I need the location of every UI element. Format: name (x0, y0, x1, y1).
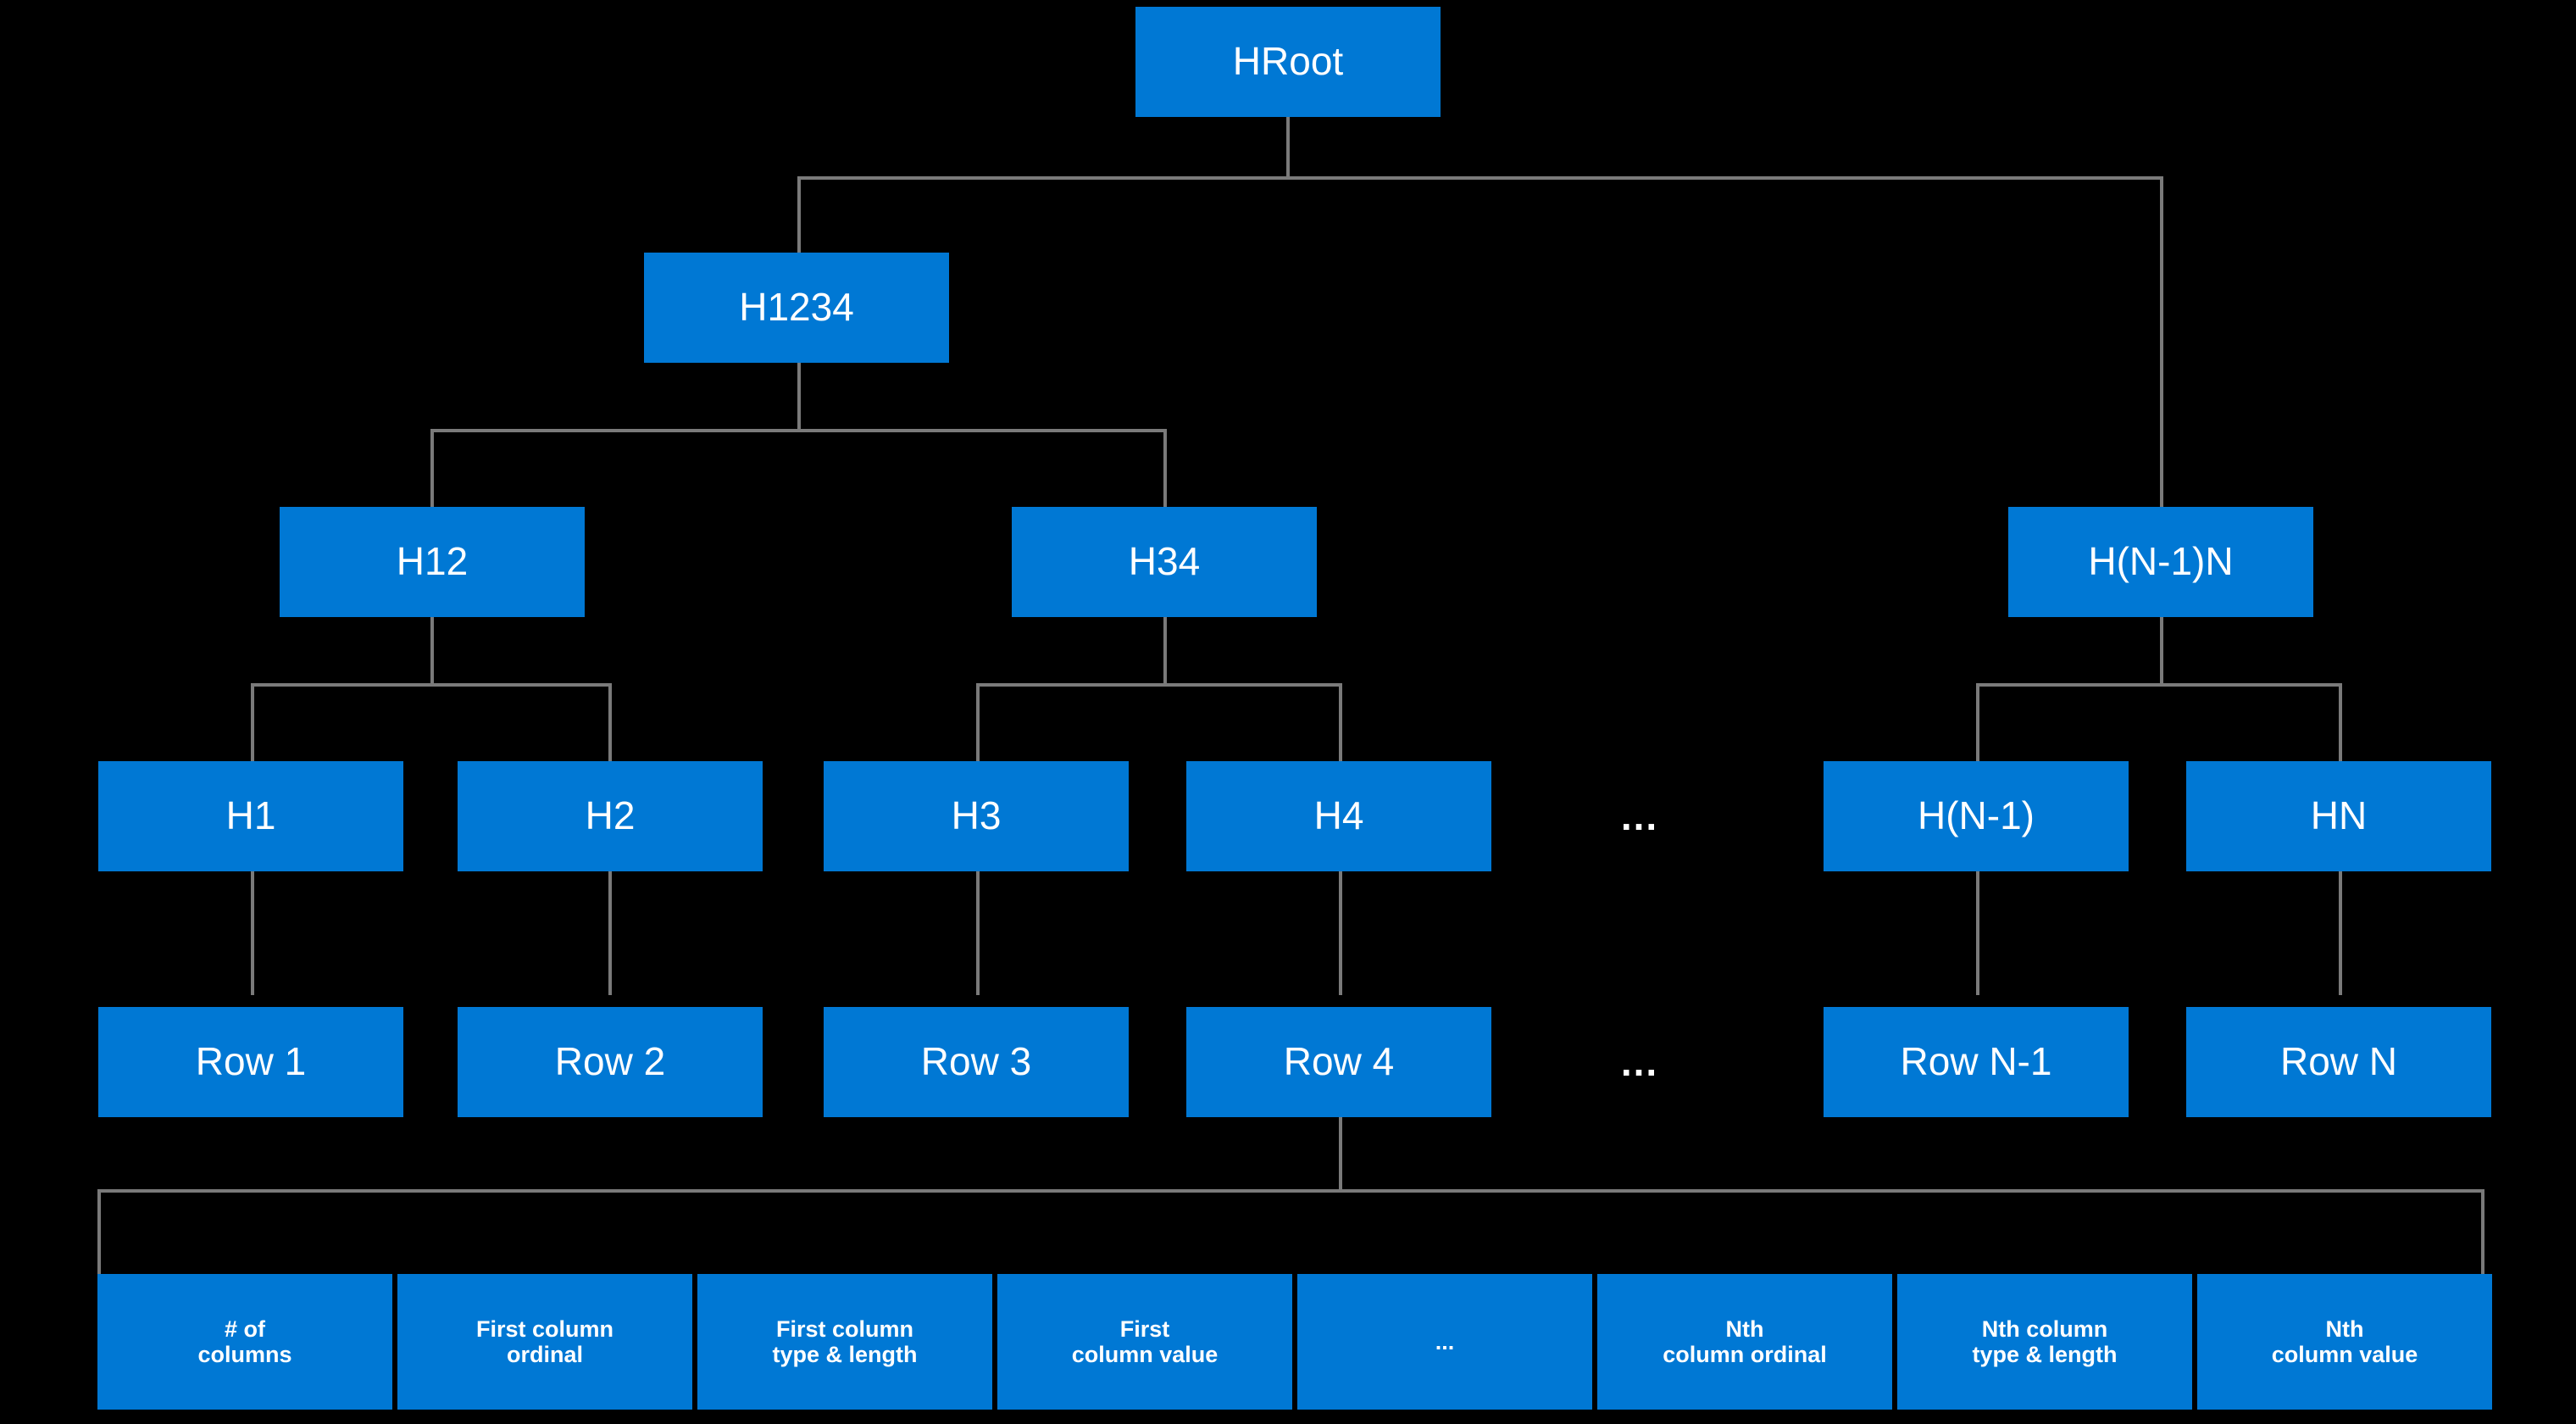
node-hn1n[interactable]: H(N-1)N (2008, 507, 2313, 617)
node-hn[interactable]: HN (2186, 761, 2491, 871)
connector-h12-stem (430, 617, 434, 685)
connector-hn1n-to-hn1 (1976, 683, 1979, 761)
node-h1234[interactable]: H1234 (644, 253, 949, 363)
connector-hn1-to-rown1 (1976, 871, 1979, 995)
connector-hn1n-stem (2160, 617, 2163, 685)
node-hn1[interactable]: H(N-1) (1824, 761, 2129, 871)
node-row-2[interactable]: Row 2 (458, 1007, 763, 1117)
connector-h3-to-row3 (976, 871, 980, 995)
node-row-1[interactable]: Row 1 (98, 1007, 403, 1117)
connector-h1234-bar (430, 429, 1167, 432)
node-h12[interactable]: H12 (280, 507, 585, 617)
connector-h34-to-h4 (1339, 683, 1342, 761)
node-h3[interactable]: H3 (824, 761, 1129, 871)
node-column-ellipsis[interactable]: ... (1297, 1274, 1592, 1410)
node-column-nth-value[interactable]: Nth column value (2197, 1274, 2492, 1410)
connector-h34-bar (976, 683, 1342, 687)
connector-root-stem (1286, 117, 1290, 178)
connector-columns-right-drop (2481, 1189, 2484, 1274)
node-hroot[interactable]: HRoot (1135, 7, 1441, 117)
connector-root-to-h1234 (797, 176, 801, 254)
ellipsis-level4: ... (1620, 794, 1659, 838)
connector-h1234-to-h34 (1163, 429, 1167, 509)
connector-columns-bar (97, 1189, 2484, 1193)
connector-root-bar (797, 176, 2163, 180)
node-column-num-of-columns[interactable]: # of columns (97, 1274, 392, 1410)
connector-h1234-stem (797, 363, 801, 431)
connector-h12-bar (251, 683, 612, 687)
node-column-first-ordinal[interactable]: First column ordinal (397, 1274, 692, 1410)
connector-h1234-to-h12 (430, 429, 434, 509)
connector-h2-to-row2 (608, 871, 612, 995)
node-column-first-type-length[interactable]: First column type & length (697, 1274, 992, 1410)
node-column-nth-type-length[interactable]: Nth column type & length (1897, 1274, 2192, 1410)
connector-row4-stem (1339, 1117, 1342, 1191)
node-row-4[interactable]: Row 4 (1186, 1007, 1491, 1117)
node-h34[interactable]: H34 (1012, 507, 1317, 617)
node-h2[interactable]: H2 (458, 761, 763, 871)
connector-h1-to-row1 (251, 871, 254, 995)
node-h4[interactable]: H4 (1186, 761, 1491, 871)
node-row-3[interactable]: Row 3 (824, 1007, 1129, 1117)
connector-h4-to-row4 (1339, 871, 1342, 995)
node-column-nth-ordinal[interactable]: Nth column ordinal (1597, 1274, 1892, 1410)
connector-hn1n-to-hn (2339, 683, 2342, 761)
connector-h12-to-h1 (251, 683, 254, 761)
connector-h34-stem (1163, 617, 1167, 685)
connector-root-to-hn1n (2160, 176, 2163, 509)
ellipsis-rows: ... (1620, 1040, 1659, 1084)
connector-h12-to-h2 (608, 683, 612, 761)
node-row-n[interactable]: Row N (2186, 1007, 2491, 1117)
node-h1[interactable]: H1 (98, 761, 403, 871)
connector-hn1n-bar (1976, 683, 2342, 687)
node-row-n-1[interactable]: Row N-1 (1824, 1007, 2129, 1117)
connector-h34-to-h3 (976, 683, 980, 761)
node-column-first-value[interactable]: First column value (997, 1274, 1292, 1410)
connector-columns-left-drop (97, 1189, 101, 1274)
connector-hn-to-rown (2339, 871, 2342, 995)
